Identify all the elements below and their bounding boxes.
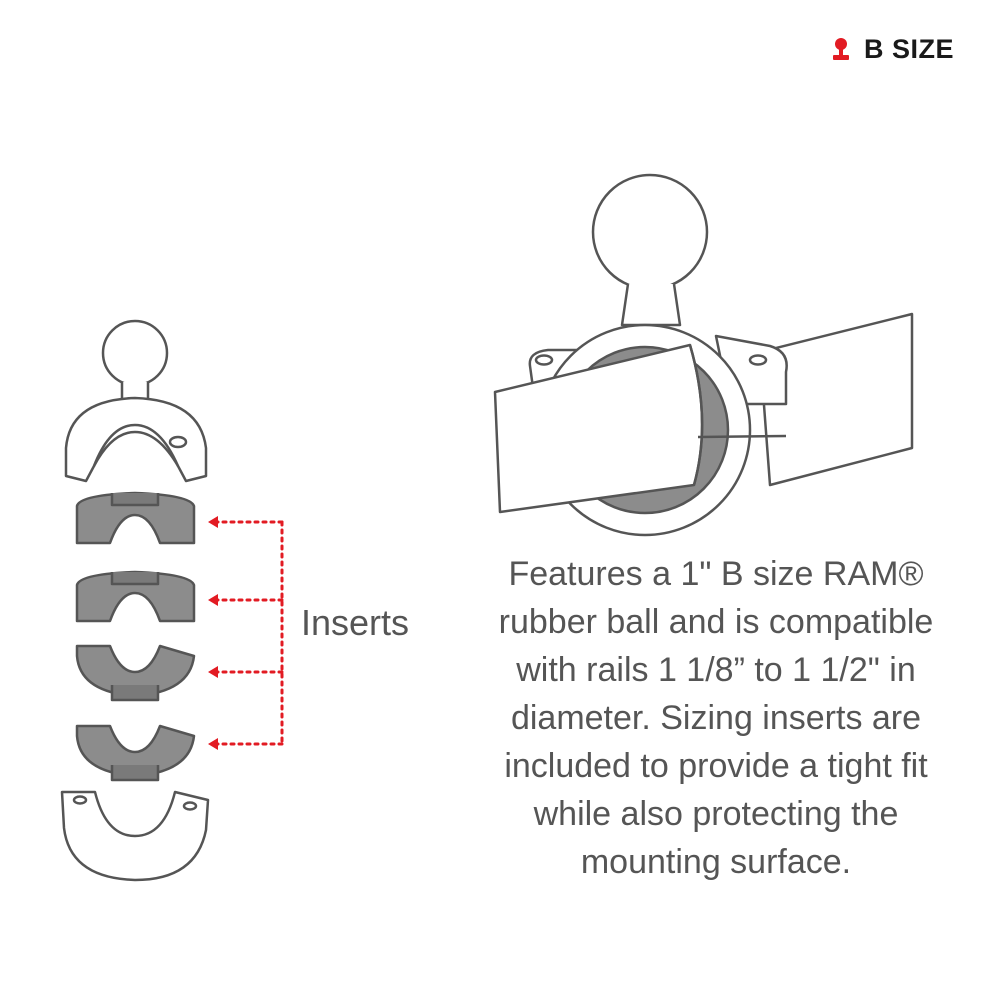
insert-1 bbox=[75, 491, 196, 545]
badge-label: B SIZE bbox=[863, 34, 954, 64]
feature-description: Features a 1" B size RAM® rubber ball an… bbox=[456, 550, 976, 886]
insert-4 bbox=[75, 724, 196, 782]
insert-3 bbox=[75, 644, 196, 702]
description-line: diameter. Sizing inserts are bbox=[510, 699, 922, 737]
description-line: included to provide a tight fit bbox=[504, 747, 928, 785]
top-clamp-with-ball bbox=[64, 319, 208, 483]
arrow-heads bbox=[208, 516, 218, 750]
description-line: rubber ball and is compatible bbox=[498, 603, 934, 641]
ball-mount-icon bbox=[832, 37, 849, 60]
description-line: Features a 1" B size RAM® bbox=[508, 555, 924, 593]
insert-2 bbox=[75, 570, 196, 623]
size-badge: B SIZE bbox=[828, 34, 954, 65]
description-line: while also protecting the bbox=[533, 795, 899, 833]
inserts-label: Inserts bbox=[301, 602, 410, 643]
description-line: with rails 1 1/8” to 1 1/2" in bbox=[516, 651, 916, 689]
exploded-view bbox=[60, 319, 210, 882]
insert-pointer-arrows bbox=[214, 520, 284, 746]
description-line: mounting surface. bbox=[580, 843, 852, 881]
bottom-clamp bbox=[60, 790, 210, 882]
assembled-mount bbox=[493, 173, 914, 537]
